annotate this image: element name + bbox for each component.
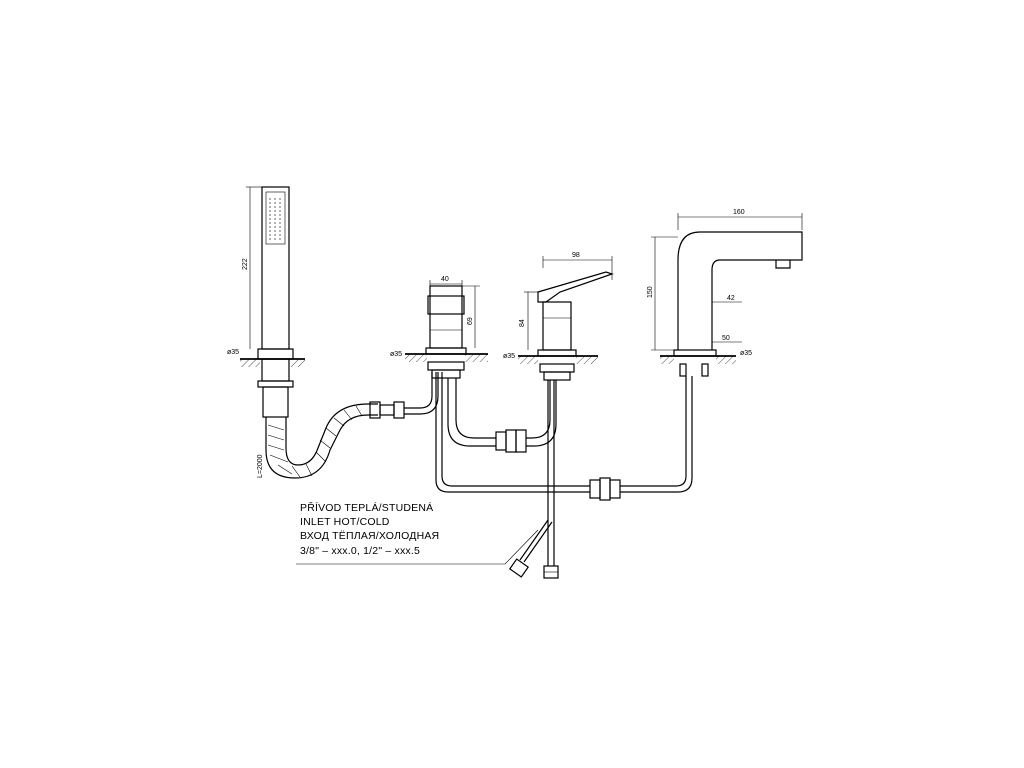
inlet-note: PŘÍVOD TEPLÁ/STUDENÁ INLET HOT/COLD ВХОД… (296, 501, 539, 565)
note-line-en: INLET HOT/COLD (300, 516, 390, 528)
dim-spout-base: ø35 (740, 350, 752, 357)
mixer: 98 84 ø35 (503, 252, 614, 381)
dim-spout-reach: 160 (733, 209, 745, 216)
dim-mixer-width: 98 (572, 252, 580, 259)
dim-hose-length: L=2000 (257, 454, 264, 478)
note-line-sizes: 3/8" – xxx.0, 1/2" – xxx.5 (300, 545, 420, 557)
dim-spout-height: 150 (647, 286, 654, 298)
dim-diverter-width: 40 (441, 276, 449, 283)
dim-diverter-height: 69 (467, 317, 474, 325)
dim-mixer-base: ø35 (503, 353, 515, 360)
shower-hose: L=2000 (257, 372, 439, 479)
hand-shower: 222 ø35 (227, 186, 305, 418)
dim-mixer-height: 84 (519, 319, 526, 327)
diverter: 40 69 ø35 (390, 276, 488, 379)
note-line-cz: PŘÍVOD TEPLÁ/STUDENÁ (300, 501, 433, 514)
dim-diverter-base: ø35 (390, 351, 402, 358)
dim-shower-base: ø35 (227, 349, 239, 356)
dim-spout-lower: 50 (722, 335, 730, 342)
spout: 160 150 42 50 ø35 (647, 209, 803, 377)
dim-spout-upper: 42 (727, 295, 735, 302)
dim-shower-length: 222 (242, 258, 249, 270)
note-line-ru: ВХОД ТЁПЛАЯ/ХОЛОДНАЯ (300, 530, 439, 542)
connection-pipes (435, 372, 693, 579)
